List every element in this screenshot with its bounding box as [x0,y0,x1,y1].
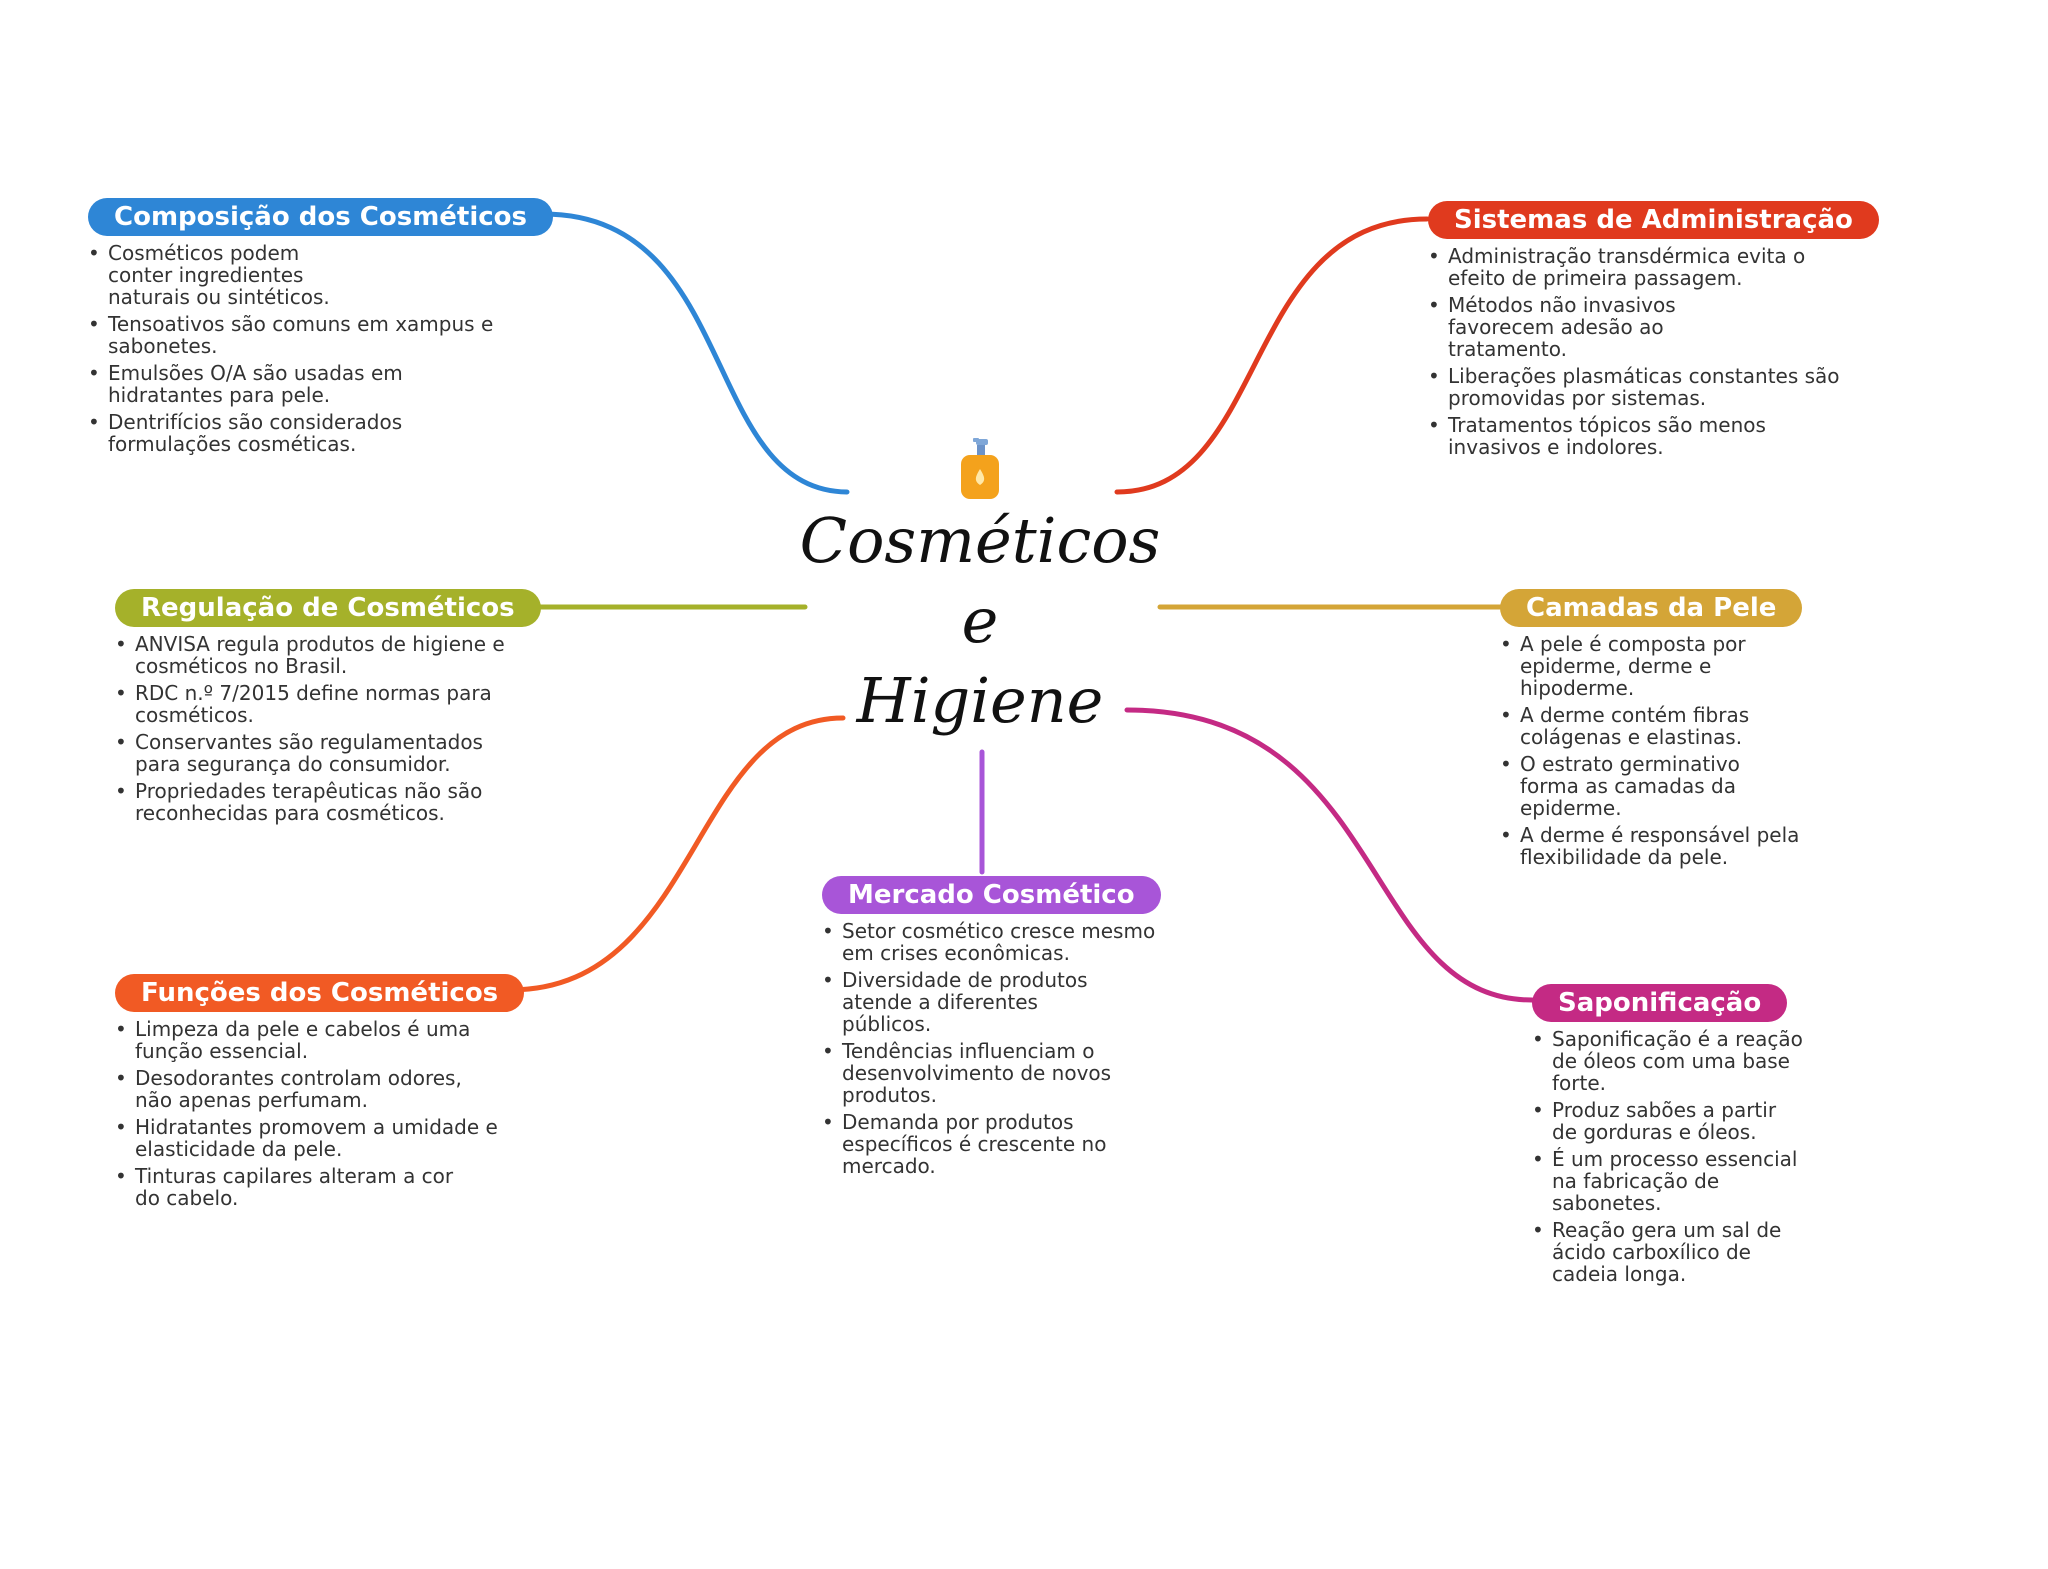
list-item: ANVISA regula produtos de higiene e cosm… [115,633,525,677]
branch-title-sistemas[interactable]: Sistemas de Administração [1428,201,1879,239]
branch-notes-camadas: A pele é composta por epiderme, derme e … [1500,633,1820,868]
list-item: Produz sabões a partir de gorduras e óle… [1532,1099,1792,1143]
central-title-line-3: Higiene [856,664,1104,737]
list-item: Diversidade de produtos atende a diferen… [822,969,1092,1035]
list-item: A derme é responsável pela flexibilidade… [1500,824,1800,868]
list-item: Métodos não invasivos favorecem adesão a… [1428,294,1778,360]
branch-notes-funcoes: Limpeza da pele e cabelos é uma função e… [115,1018,535,1209]
branch-composicao: Composição dos Cosméticos Cosméticos pod… [88,198,554,460]
list-item: É um processo essencial na fabricação de… [1532,1148,1812,1214]
branch-title-saponificacao[interactable]: Saponificação [1532,984,1788,1022]
list-item: Emulsões O/A são usadas em hidratantes p… [88,362,428,406]
branch-title-regulacao[interactable]: Regulação de Cosméticos [115,589,541,627]
list-item: Setor cosmético cresce mesmo em crises e… [822,920,1162,964]
connector-funcoes [507,715,846,993]
list-item: Reação gera um sal de ácido carboxílico … [1532,1219,1802,1285]
list-item: A derme contém fibras colágenas e elasti… [1500,704,1760,748]
branch-notes-sistemas: Administração transdérmica evita o efeit… [1428,245,1888,458]
list-item: Administração transdérmica evita o efeit… [1428,245,1858,289]
list-item: Dentrifícios são considerados formulaçõe… [88,411,428,455]
list-item: Demanda por produtos específicos é cresc… [822,1111,1132,1177]
branch-title-funcoes[interactable]: Funções dos Cosméticos [115,974,525,1012]
list-item: Liberações plasmáticas constantes são pr… [1428,365,1848,409]
connector-saponificacao [1124,707,1535,1003]
list-item: Hidratantes promovem a umidade e elastic… [115,1116,525,1160]
branch-mercado: Mercado Cosmético Setor cosmético cresce… [822,876,1182,1182]
branch-title-composicao[interactable]: Composição dos Cosméticos [88,198,554,236]
branch-funcoes: Funções dos Cosméticos Limpeza da pele e… [115,974,535,1214]
connector-composicao [540,211,850,495]
list-item: Saponificação é a reação de óleos com um… [1532,1028,1822,1094]
branch-camadas: Camadas da Pele A pele é composta por ep… [1500,589,1820,873]
branch-regulacao: Regulação de Cosméticos ANVISA regula pr… [115,589,541,829]
list-item: Tensoativos são comuns em xampus e sabon… [88,313,508,357]
list-item: O estrato germinativo forma as camadas d… [1500,753,1765,819]
list-item: Limpeza da pele e cabelos é uma função e… [115,1018,485,1062]
list-item: RDC n.º 7/2015 define normas para cosmét… [115,682,505,726]
branch-title-mercado[interactable]: Mercado Cosmético [822,876,1161,914]
branch-saponificacao: Saponificação Saponificação é a reação d… [1532,984,1842,1290]
list-item: Cosméticos podem conter ingredientes nat… [88,242,368,308]
list-item: Tendências influenciam o desenvolvimento… [822,1040,1132,1106]
soap-dispenser-icon [961,438,999,499]
branch-notes-regulacao: ANVISA regula produtos de higiene e cosm… [115,633,535,824]
central-title-line-2: e [961,584,999,657]
list-item: Desodorantes controlam odores, não apena… [115,1067,465,1111]
branch-sistemas: Sistemas de Administração Administração … [1428,201,1888,463]
list-item: Tinturas capilares alteram a cor do cabe… [115,1165,455,1209]
branch-title-camadas[interactable]: Camadas da Pele [1500,589,1803,627]
branch-notes-composicao: Cosméticos podem conter ingredientes nat… [88,242,548,455]
list-item: Propriedades terapêuticas não são reconh… [115,780,505,824]
central-topic: Cosméticos e Higiene [790,435,1170,765]
list-item: Conservantes são regulamentados para seg… [115,731,505,775]
list-item: A pele é composta por epiderme, derme e … [1500,633,1750,699]
central-title-line-1: Cosméticos [799,504,1161,577]
branch-notes-mercado: Setor cosmético cresce mesmo em crises e… [822,920,1182,1177]
connector-sistemas [1114,216,1430,495]
branch-notes-saponificacao: Saponificação é a reação de óleos com um… [1532,1028,1842,1285]
list-item: Tratamentos tópicos são menos invasivos … [1428,414,1848,458]
